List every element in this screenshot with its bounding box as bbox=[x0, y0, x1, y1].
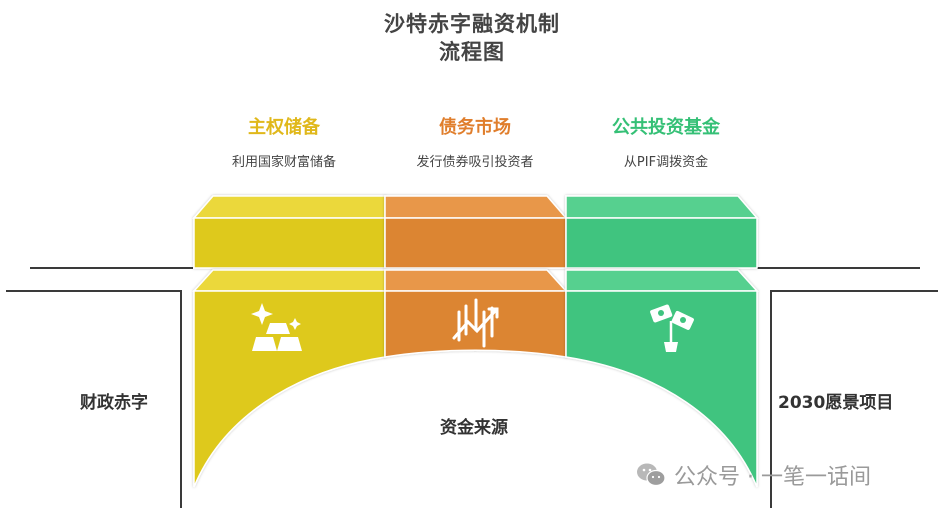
ground-lines bbox=[6, 267, 938, 508]
label-vision-2030: 2030愿景项目 bbox=[778, 393, 894, 413]
subtitle-debt-market: 发行债券吸引投资者 bbox=[416, 155, 534, 170]
watermark: 公众号 · 一笔一话间 bbox=[636, 459, 871, 491]
watermark-text: 公众号 · 一笔一话间 bbox=[674, 465, 871, 490]
subtitle-sovereign-reserves: 利用国家财富储备 bbox=[231, 155, 336, 170]
deck-pif bbox=[565, 195, 759, 269]
title-line-1: 沙特赤字融资机制 bbox=[384, 12, 560, 36]
pillar-sovereign bbox=[192, 269, 386, 488]
trend-chart-icon bbox=[452, 298, 499, 348]
label-funding-source: 资金来源 bbox=[440, 418, 508, 438]
deck-sovereign bbox=[192, 195, 386, 269]
right-lower-line bbox=[770, 290, 938, 508]
title-line-2: 流程图 bbox=[439, 40, 505, 64]
wechat-icon bbox=[637, 463, 666, 487]
heading-public-investment-fund: 公共投资基金 bbox=[612, 117, 720, 138]
label-fiscal-deficit: 财政赤字 bbox=[80, 393, 148, 413]
gold-bars-sparkle-icon bbox=[251, 303, 302, 351]
heading-debt-market: 债务市场 bbox=[439, 117, 511, 138]
money-plant-icon bbox=[650, 304, 694, 352]
deck-debt bbox=[384, 195, 568, 269]
heading-sovereign-reserves: 主权储备 bbox=[248, 117, 320, 138]
pillar-pif bbox=[565, 269, 759, 488]
subtitle-public-investment-fund: 从PIF调拨资金 bbox=[623, 155, 709, 170]
left-lower-line bbox=[6, 290, 182, 508]
